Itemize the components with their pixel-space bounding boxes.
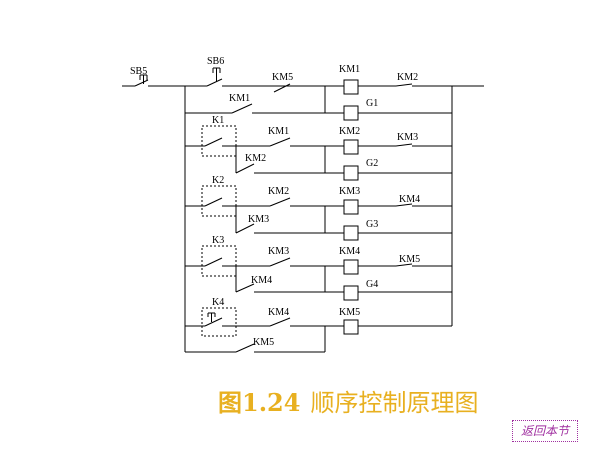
back-to-section-button[interactable]: 返回本节 (512, 420, 578, 442)
label-km5-r1: KM5 (272, 72, 293, 83)
figure-number: 图1.24 (218, 388, 301, 417)
figure-caption: 图1.24 顺序控制原理图 (218, 383, 478, 418)
label-km2-r3: KM2 (268, 186, 289, 197)
label-sb6: SB6 (207, 56, 224, 67)
label-km3-r2: KM3 (397, 132, 418, 143)
label-km3-r4: KM3 (268, 246, 289, 257)
figure-title: 顺序控制原理图 (310, 389, 479, 417)
label-km1-coil: KM1 (339, 64, 360, 75)
label-km2-hold: KM2 (245, 153, 266, 164)
label-km3-coil: KM3 (339, 186, 360, 197)
ladder-diagram: SB5 SB6 KM5 KM1 KM2 KM1 G1 K1 KM1 KM2 KM… (122, 56, 484, 353)
label-km2-r1: KM2 (397, 72, 418, 83)
label-g2: G2 (366, 158, 378, 169)
label-g4: G4 (366, 279, 378, 290)
label-km1-r2: KM1 (268, 126, 289, 137)
label-k4: K4 (212, 297, 224, 308)
label-k2: K2 (212, 175, 224, 186)
label-km2-coil: KM2 (339, 126, 360, 137)
label-sb5: SB5 (130, 66, 147, 77)
label-km5-r4: KM5 (399, 254, 420, 265)
label-km1-hold: KM1 (229, 93, 250, 104)
label-km4-r5: KM4 (268, 307, 289, 318)
label-k1: K1 (212, 115, 224, 126)
label-g1: G1 (366, 98, 378, 109)
label-km4-hold: KM4 (251, 275, 272, 286)
label-km4-coil: KM4 (339, 246, 360, 257)
label-k3: K3 (212, 235, 224, 246)
label-km5-coil: KM5 (339, 307, 360, 318)
label-km4-r3: KM4 (399, 194, 420, 205)
label-g3: G3 (366, 219, 378, 230)
label-km3-hold: KM3 (248, 214, 269, 225)
label-km5-hold: KM5 (253, 337, 274, 348)
